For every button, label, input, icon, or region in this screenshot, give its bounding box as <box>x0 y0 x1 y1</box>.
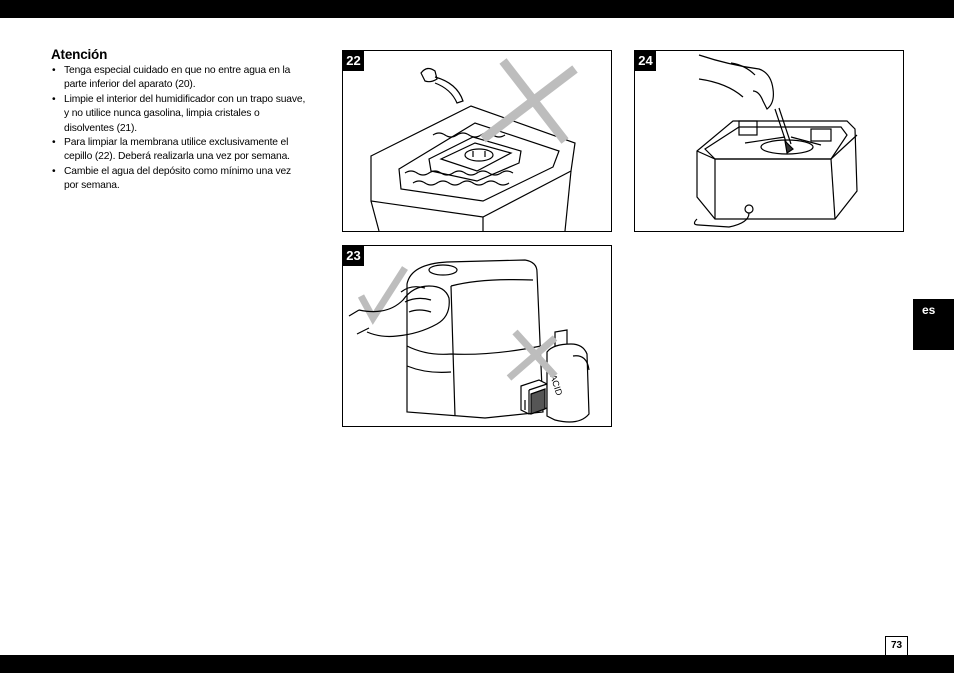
bottom-black-bar <box>0 655 954 673</box>
figure-number: 23 <box>343 246 364 266</box>
list-item: Tenga especial cuidado en que no entre a… <box>51 64 306 93</box>
figure-22: 22 <box>342 50 612 232</box>
language-code: es <box>922 303 936 317</box>
list-item: Para limpiar la membrana utilice exclusi… <box>51 136 306 165</box>
figure-number: 22 <box>343 51 364 71</box>
page-number: 73 <box>885 636 908 656</box>
brush-cleaning-illustration <box>693 54 858 228</box>
section-heading: Atención <box>51 47 108 62</box>
wiping-illustration: ACID <box>348 259 590 423</box>
language-tab: es <box>913 299 954 350</box>
list-item: Cambie el agua del depósito como mínimo … <box>51 165 306 194</box>
instruction-list: Tenga especial cuidado en que no entre a… <box>51 64 306 194</box>
sink-illustration <box>370 58 578 231</box>
top-black-bar <box>0 0 954 18</box>
figure-24: 24 <box>634 50 904 232</box>
list-item: Limpie el interior del humidificador con… <box>51 93 306 136</box>
figure-23: 23 ACID <box>342 245 612 427</box>
figure-number: 24 <box>635 51 656 71</box>
attention-section: Atención Tenga especial cuidado en que n… <box>51 47 306 194</box>
